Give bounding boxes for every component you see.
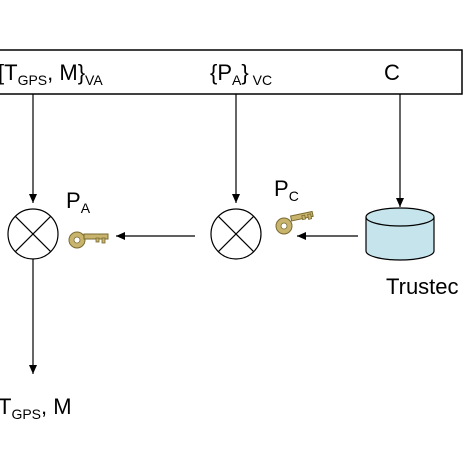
top-message-bar [0, 49, 463, 95]
message-c-label: C [384, 60, 400, 85]
message-vc-label: {PA} VC [210, 60, 273, 88]
output-label: TGPS, M [0, 394, 72, 422]
storage-label: Trustec [386, 274, 459, 299]
combiner-left-icon [7, 208, 59, 260]
storage-cylinder-icon [365, 207, 435, 261]
combiner-middle-icon [210, 208, 262, 260]
key-c-icon [275, 210, 314, 235]
key-a-label: PA [66, 188, 91, 216]
key-c-label: PC [274, 176, 299, 204]
key-a-icon [68, 231, 109, 249]
message-va-label: [TGPS, M}VA [0, 60, 103, 88]
